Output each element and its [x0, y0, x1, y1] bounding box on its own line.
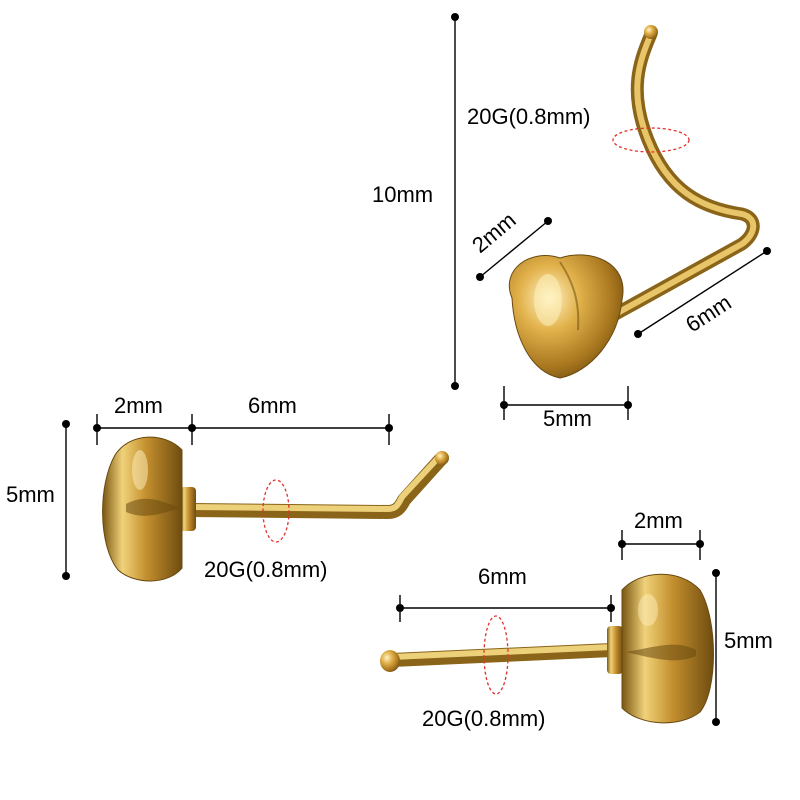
length-label: 10mm	[372, 182, 433, 207]
head-height-label: 5mm	[6, 482, 55, 507]
post-label: 6mm	[478, 564, 527, 589]
post-label: 6mm	[248, 393, 297, 418]
l-bend-ball-tip	[435, 451, 449, 465]
l-bend-post	[183, 453, 447, 520]
head-width-label: 5mm	[543, 406, 592, 431]
heart-head-3d	[509, 254, 624, 379]
screw-stud-view: 20G(0.8mm) 10mm 2mm 6mm 5mm	[372, 13, 771, 431]
straight-stud-view: 20G(0.8mm) 2mm 6mm 5mm	[380, 508, 773, 731]
gauge-label: 20G(0.8mm)	[422, 706, 545, 731]
head-depth-label: 2mm	[114, 393, 163, 418]
screw-ball-tip	[644, 25, 658, 39]
head-height-label: 5mm	[724, 628, 773, 653]
l-bend-stud-view: 20G(0.8mm) 2mm 6mm 5mm	[6, 393, 449, 582]
gauge-marker	[483, 615, 509, 695]
gauge-marker	[612, 127, 690, 153]
gauge-label: 20G(0.8mm)	[467, 104, 590, 129]
straight-ball-end	[380, 650, 400, 672]
gauge-label: 20G(0.8mm)	[204, 557, 327, 582]
head-depth-label: 2mm	[634, 508, 683, 533]
post-label: 6mm	[681, 290, 736, 338]
gauge-marker	[262, 479, 290, 543]
